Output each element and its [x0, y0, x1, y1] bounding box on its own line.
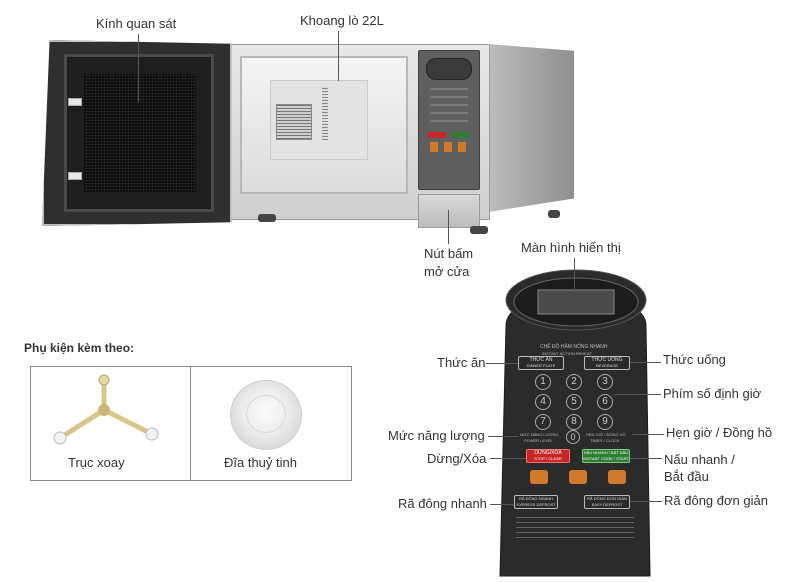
label-easy-defrost: Rã đông đơn giản	[664, 493, 768, 508]
leader-food	[486, 363, 518, 364]
auto-icon-3	[608, 470, 626, 484]
leader-stop-clear	[490, 458, 526, 459]
microwave-keypad	[430, 88, 468, 128]
accessories-box	[30, 366, 352, 481]
microwave-foot-left	[258, 214, 276, 222]
panel-key-8[interactable]: 8	[566, 414, 582, 430]
accessory-label-plate: Đĩa thuỷ tinh	[224, 455, 297, 470]
microwave-orange-icons	[430, 142, 468, 152]
panel-drink-button[interactable]: THỨC UỐNG BEVERAGE	[584, 356, 630, 370]
panel-food-en: DINNER PLATE	[526, 363, 556, 368]
panel-timer-vi: HẸN GIỜ / ĐỒNG HỒ	[586, 432, 626, 437]
auto-icon-2	[569, 470, 587, 484]
roller-ring-image	[53, 374, 159, 445]
panel-power-en: POWER LEVEL	[524, 438, 553, 443]
label-drink: Thức uống	[663, 352, 726, 367]
panel-key-9[interactable]: 9	[597, 414, 613, 430]
leader-express-defrost	[490, 504, 514, 505]
panel-food-button[interactable]: THỨC ĂN DINNER PLATE	[518, 356, 564, 370]
label-oven-cavity: Khoang lò 22L	[300, 13, 384, 28]
panel-key-4[interactable]: 4	[535, 394, 551, 410]
leader-timer-clock	[632, 434, 664, 435]
door-window-mesh	[84, 74, 196, 192]
label-express-defrost: Rã đông nhanh	[398, 496, 487, 511]
microwave-red-button	[428, 132, 446, 138]
microwave-side	[488, 44, 574, 212]
panel-start-en: INSTANT COOK / START	[583, 456, 629, 461]
label-power-level: Mức năng lượng	[388, 428, 485, 443]
panel-header-vi: CHẾ ĐỘ HÂM NÓNG NHANH	[540, 344, 608, 350]
leader-easy-defrost	[630, 501, 662, 502]
panel-key-3[interactable]: 3	[597, 374, 613, 390]
panel-food-vi: THỨC ĂN	[529, 357, 553, 363]
microwave-image	[0, 0, 600, 240]
label-food: Thức ăn	[437, 355, 486, 370]
panel-key-0[interactable]: 0	[566, 430, 580, 444]
leader-viewing-window	[138, 34, 139, 102]
microwave-green-button	[452, 132, 470, 138]
panel-key-2[interactable]: 2	[566, 374, 582, 390]
panel-start-vi: NẤU NHANH / BẮT ĐẦU	[583, 450, 629, 455]
panel-key-6[interactable]: 6	[597, 394, 613, 410]
label-viewing-window: Kính quan sát	[96, 16, 177, 31]
panel-key-7[interactable]: 7	[535, 414, 551, 430]
door-latch-top	[68, 98, 82, 106]
leader-display	[574, 258, 575, 292]
panel-stop-button[interactable]: DỪNG/XÓA STOP / CLEAR	[526, 449, 570, 463]
accessory-label-roller: Trục xoay	[68, 455, 125, 470]
leader-power-level	[488, 436, 518, 437]
panel-easy-vi: RÃ ĐÔNG ĐƠN GIẢN	[587, 496, 627, 501]
auto-icon-1	[530, 470, 548, 484]
glass-plate-inner	[246, 395, 286, 433]
label-timer-clock: Hẹn giờ / Đồng hồ	[666, 425, 773, 440]
leader-oven-cavity	[338, 31, 339, 81]
label-door-button-1: Nút bấm	[424, 246, 474, 261]
panel-express-en: EXPRESS DEFROST	[516, 502, 556, 507]
door-open-button	[418, 194, 480, 228]
panel-auto-icons	[530, 470, 626, 486]
panel-power-vi: MỨC NĂNG LƯỢNG	[520, 432, 559, 437]
leader-number-keys	[614, 394, 661, 395]
label-instant-start-1: Nấu nhanh /	[664, 452, 735, 467]
panel-drink-vi: THỨC UỐNG	[591, 357, 623, 363]
leader-door-button	[448, 210, 449, 244]
microwave-foot-back	[548, 210, 560, 218]
panel-express-vi: RÃ ĐÔNG NHANH	[518, 496, 553, 501]
leader-instant-start	[630, 458, 662, 459]
microwave-display	[426, 58, 472, 80]
label-stop-clear: Dừng/Xóa	[427, 451, 487, 466]
panel-timer-en: TIMER / CLOCK	[590, 438, 620, 443]
panel-drink-en: BEVERAGE	[595, 363, 618, 368]
label-number-keys: Phím số định giờ	[663, 386, 762, 401]
label-display: Màn hình hiển thị	[521, 240, 621, 255]
accessories-title: Phụ kiện kèm theo:	[24, 341, 135, 355]
door-latch-bottom	[68, 172, 82, 180]
cavity-vent-strip	[322, 86, 328, 140]
microwave-foot-right	[470, 226, 488, 234]
accessories-divider	[190, 366, 191, 481]
panel-header-en: INSTANT ACTION REHEAT	[542, 351, 592, 356]
panel-key-5[interactable]: 5	[566, 394, 582, 410]
leader-drink	[630, 362, 661, 363]
cavity-vent	[276, 104, 312, 140]
panel-defrost-list	[516, 516, 634, 542]
panel-stop-en: STOP / CLEAR	[534, 456, 562, 461]
label-door-button-2: mở cửa	[424, 264, 470, 279]
panel-stop-vi: DỪNG/XÓA	[534, 450, 562, 456]
panel-key-1[interactable]: 1	[535, 374, 551, 390]
panel-express-defrost-button[interactable]: RÃ ĐÔNG NHANH EXPRESS DEFROST	[514, 495, 558, 509]
panel-easy-en: EASY DEFROST	[591, 502, 623, 507]
label-instant-start-2: Bắt đầu	[664, 469, 709, 484]
panel-easy-defrost-button[interactable]: RÃ ĐÔNG ĐƠN GIẢN EASY DEFROST	[584, 495, 630, 509]
panel-start-button[interactable]: NẤU NHANH / BẮT ĐẦU INSTANT COOK / START	[582, 449, 630, 463]
